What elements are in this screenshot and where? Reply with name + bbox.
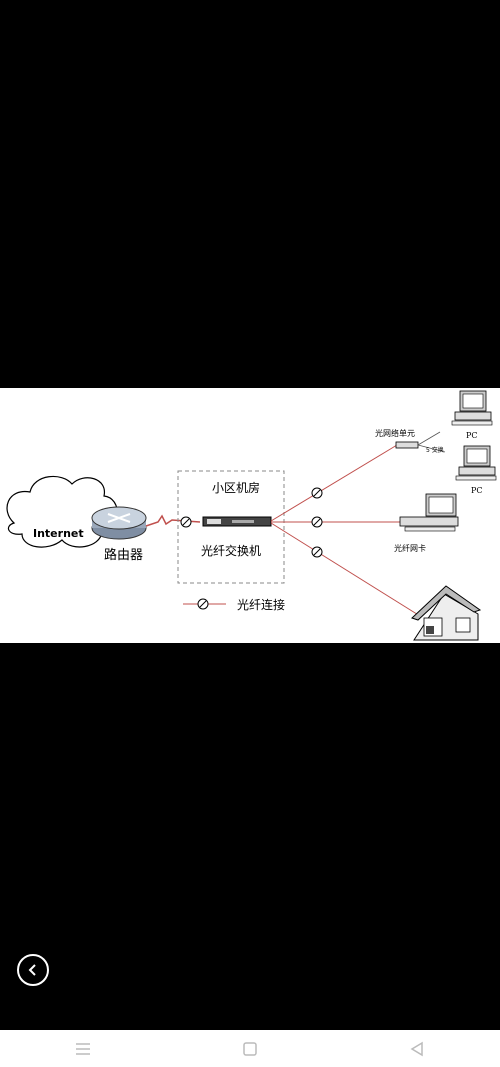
image-viewer: Internet 路由器 小区机房 — [0, 388, 500, 986]
pc-nic-icon — [399, 493, 459, 532]
fiber-switch-icon — [202, 516, 272, 527]
pc-mid-icon — [455, 445, 497, 481]
system-navigation-bar — [0, 1030, 500, 1067]
nic-label: 光纤网卡 — [394, 543, 426, 553]
back-button[interactable] — [17, 954, 49, 986]
fiber-connector-icon — [311, 546, 323, 558]
switch-label: 光纤交换机 — [201, 543, 261, 558]
router-link-line — [145, 514, 201, 527]
nav-back-button[interactable] — [397, 1034, 437, 1064]
fiber-connector-icon — [197, 598, 209, 610]
menu-icon — [76, 1042, 91, 1055]
internet-label: Internet — [33, 527, 84, 540]
onu-label: 光网络单元 — [375, 428, 415, 438]
pc-top-icon — [451, 390, 493, 426]
home-icon — [411, 585, 482, 641]
room-box — [177, 470, 285, 584]
triangle-back-icon — [410, 1041, 423, 1056]
home-square-icon — [243, 1041, 257, 1056]
pc-top-label: PC — [466, 431, 478, 440]
network-diagram-image: Internet 路由器 小区机房 — [0, 388, 500, 643]
fiber-connector-icon — [311, 487, 323, 499]
onu-device-icon — [395, 441, 419, 449]
chevron-left-icon — [28, 964, 36, 976]
legend-label: 光纤连接 — [237, 597, 285, 612]
router-label: 路由器 — [104, 547, 143, 563]
fiber-connector-icon — [311, 516, 323, 528]
network-diagram: Internet 路由器 小区机房 — [6, 390, 497, 641]
room-label: 小区机房 — [212, 480, 260, 495]
switch-small-label: 5 交换 — [426, 446, 444, 454]
menu-button[interactable] — [63, 1034, 103, 1064]
pc-mid-label: PC — [471, 486, 483, 495]
home-button[interactable] — [230, 1034, 270, 1064]
fiber-connector-icon — [180, 516, 192, 528]
router-icon — [91, 506, 147, 540]
fiber-line-onu — [270, 444, 398, 522]
fiber-line-home — [270, 522, 421, 617]
